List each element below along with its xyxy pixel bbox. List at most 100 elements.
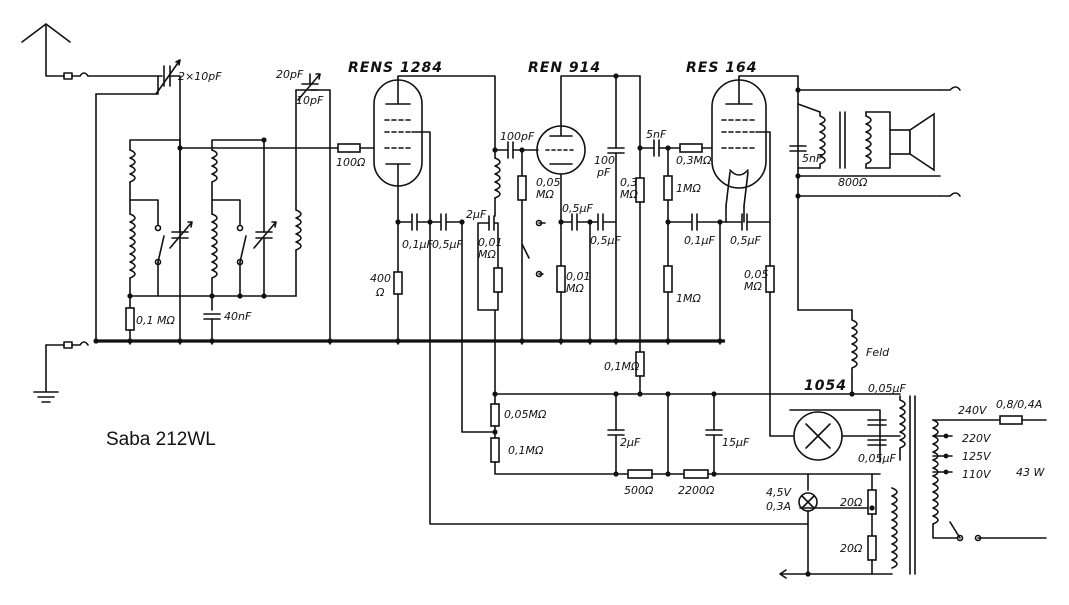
output-terminal-top [939, 86, 961, 91]
junction-dots [93, 73, 875, 577]
resistor-100ohm [337, 143, 361, 153]
label-v110: 110V [962, 468, 992, 481]
label-c-0-05uf-b: 0,05μF [858, 452, 896, 465]
label-r-0-05m-a: 0,05 [536, 176, 561, 189]
label-c-0-05uf-a: 0,05μF [868, 382, 906, 395]
label-r-400-unit: Ω [375, 286, 385, 299]
label-v240: 240V [958, 404, 988, 417]
resistor-1m-a [663, 175, 673, 201]
label-r-0-1m-a: 0,1 MΩ [136, 314, 175, 327]
resistor-1m-b [663, 265, 673, 293]
label-c-20pf: 20pF [276, 68, 304, 81]
label-r-0-1m-c: 0,1MΩ [508, 444, 544, 457]
label-c-0-5uf-c: 0,5μF [730, 234, 761, 247]
label-c-0-5uf-d: 0,5μF [432, 238, 463, 251]
field-coil [851, 309, 858, 379]
fuse [999, 415, 1023, 425]
label-feld: Feld [866, 346, 890, 359]
capacitor-0-05uf-b [867, 439, 887, 446]
coil-1a [129, 149, 136, 183]
label-v125: 125V [962, 450, 992, 463]
label-c-0-5uf-b: 0,5μF [590, 234, 621, 247]
switch-1 [154, 224, 165, 266]
label-r-0-3m-b: 0,3 [620, 176, 638, 189]
switch-2 [236, 224, 247, 266]
label-r-0-01m-a-unit: MΩ [478, 248, 496, 261]
tube-label-ren914: REN 914 [528, 60, 601, 76]
label-r-1m-b: 1MΩ [676, 292, 701, 305]
label-r-0-05m-a-unit: MΩ [536, 188, 554, 201]
resistor-0-3m-b [679, 143, 703, 153]
trimmer-1 [169, 221, 193, 249]
label-c-10pf: 10pF [296, 94, 324, 107]
diagram-title: Saba 212WL [106, 429, 216, 450]
label-r-0-05m-c: 0,05MΩ [504, 408, 547, 421]
resistor-0-05m-d [490, 403, 500, 427]
resistor-0-1m [125, 307, 135, 331]
switch-3 [521, 219, 543, 278]
resistor-0-01m-a [493, 267, 503, 293]
label-r-0-3m-a: 0,3MΩ [676, 154, 712, 167]
label-r-800: 800Ω [838, 176, 868, 189]
capacitor-5nf-b [789, 145, 807, 152]
output-transformer [819, 111, 891, 169]
resistor-0-1m-c [490, 437, 500, 463]
label-c-100pf: 100pF [500, 130, 535, 143]
label-r-0-05m-b-unit: MΩ [744, 280, 762, 293]
label-r-2200: 2200Ω [678, 484, 715, 497]
trimmer-2 [253, 221, 277, 249]
antenna-terminal [63, 72, 89, 80]
label-v220: 220V [962, 432, 992, 445]
label-c-5nf-b: 5nF [802, 152, 823, 165]
tube-ren914 [536, 125, 586, 175]
capacitor-2x10pf [155, 59, 181, 95]
label-c-15uf: 15μF [722, 436, 750, 449]
antenna-symbol [21, 23, 71, 77]
tube-rens1284 [373, 77, 423, 187]
label-r-0-3m-b-unit: MΩ [620, 188, 638, 201]
label-c-0-1uf-a: 0,1μF [684, 234, 715, 247]
label-c-2uf-b: 2μF [620, 436, 641, 449]
coil-plate [494, 157, 501, 199]
coil-1b [129, 213, 136, 279]
tube-label-rens1284: RENS 1284 [348, 60, 443, 76]
coil-2b [211, 213, 218, 279]
label-c-0-1uf-b: 0,1μF [402, 238, 433, 251]
label-r-20a: 20Ω [840, 496, 863, 509]
tube-label-1054: 1054 [804, 378, 847, 394]
label-43w: 43 W [1016, 466, 1045, 479]
label-r-100: 100Ω [336, 156, 366, 169]
label-r-0-05m-b: 0,05 [744, 268, 769, 281]
mains-transformer [891, 395, 939, 575]
label-c-100pf-b-unit: pF [596, 166, 611, 179]
label-c-100pf-b: 100 [594, 154, 615, 167]
label-r-500: 500Ω [624, 484, 654, 497]
resistor-0-01m-b [556, 265, 566, 293]
label-c-2uf-a: 2μF [466, 208, 487, 221]
label-r-20b: 20Ω [840, 542, 863, 555]
speaker-icon [889, 112, 935, 172]
ground-symbol [33, 344, 65, 403]
ground-terminal [63, 341, 89, 349]
label-r-1m-a: 1MΩ [676, 182, 701, 195]
capacitor-0-05uf-a [867, 419, 887, 426]
rectifier-tube-1054 [793, 411, 843, 461]
label-c-5nf-a: 5nF [646, 128, 667, 141]
label-c-0-5uf-a: 0,5μF [562, 202, 593, 215]
label-c-40nf: 40nF [224, 310, 252, 323]
coil-3 [295, 209, 302, 251]
tube-res164 [711, 77, 767, 189]
resistor-500ohm [627, 469, 653, 479]
label-fuse: 0,8/0,4A [996, 398, 1042, 411]
resistor-2200ohm [683, 469, 709, 479]
label-r-0-01m-b-unit: MΩ [566, 282, 584, 295]
resistor-20ohm-b [867, 535, 877, 561]
label-r-0-1m-b: 0,1MΩ [604, 360, 640, 373]
output-terminal-bottom [939, 192, 961, 197]
label-lamp-voltage: 4,5V [766, 486, 792, 499]
tube-label-res164: RES 164 [686, 60, 758, 76]
coil-2a [211, 149, 218, 183]
label-c-2x10pf: 2×10pF [178, 70, 222, 83]
